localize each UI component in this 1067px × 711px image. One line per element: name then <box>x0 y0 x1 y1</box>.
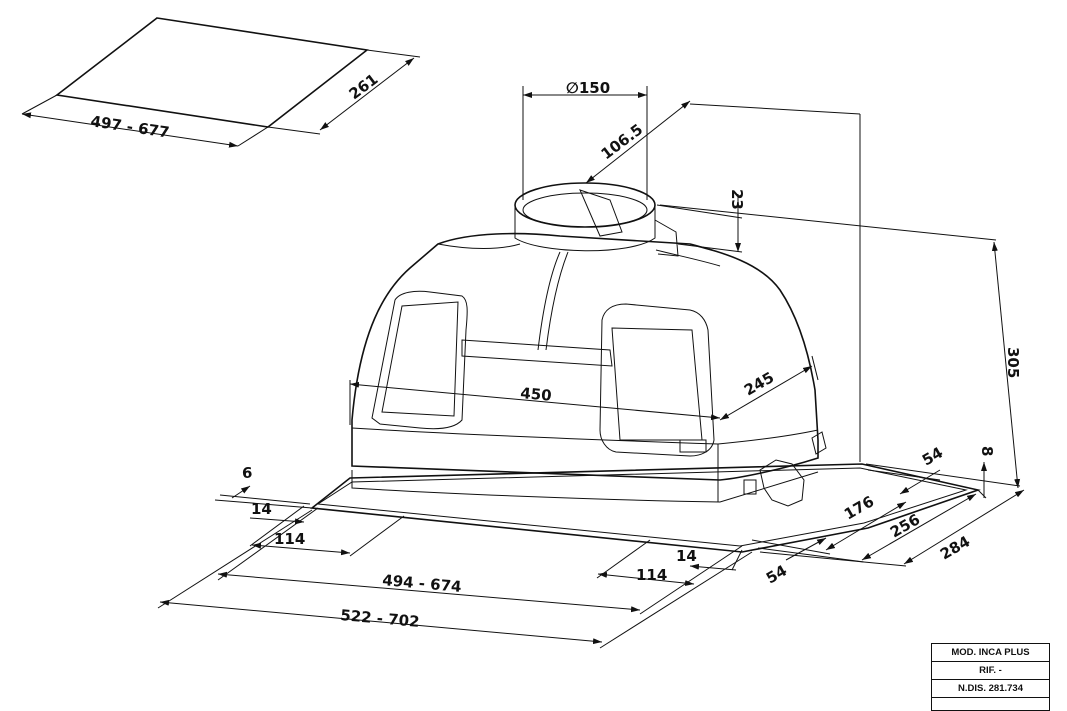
body-width-label: 450 <box>520 384 553 405</box>
outer-width-dim-line <box>159 599 603 645</box>
right-margin-dim-line <box>689 563 737 571</box>
frame-height-label: 8 <box>978 446 996 456</box>
title-block-blank-row <box>932 698 1049 711</box>
overall-height-label: 305 <box>1004 347 1022 378</box>
depth-284-label: 284 <box>937 532 973 563</box>
depth-176-label: 176 <box>841 492 877 523</box>
depth-256-label: 256 <box>887 510 923 541</box>
side-54-front-dim-line <box>785 537 827 561</box>
body-width-dim-line <box>349 381 721 421</box>
right-margin-label: 14 <box>676 547 697 565</box>
left-offset-label: 114 <box>274 530 305 548</box>
frame-lip-dim-line <box>231 485 251 499</box>
outer-width-label: 522 - 702 <box>340 606 421 631</box>
duct-offset-dim-line <box>585 100 691 184</box>
left-margin-label: 14 <box>251 500 272 518</box>
model-label: MOD. INCA PLUS <box>932 644 1049 662</box>
depth-284-dim-line <box>903 489 1025 565</box>
inner-width-label: 494 - 674 <box>382 571 463 596</box>
cutout-depth-dim-line <box>319 57 415 131</box>
cutout-depth-label: 261 <box>346 70 382 103</box>
side-54-back-label: 54 <box>919 443 946 469</box>
duct-diameter-label: ∅150 <box>566 79 610 97</box>
right-offset-dim-line <box>597 571 695 587</box>
left-offset-dim-line <box>251 542 351 556</box>
reference-label: RIF. - <box>932 662 1049 680</box>
drawing-number-label: N.DIS. 281.734 <box>932 680 1049 698</box>
body-depth-label: 245 <box>741 368 777 399</box>
hood-body <box>309 182 981 553</box>
overall-height-dim-line <box>991 241 1021 489</box>
cutout-width-dim-line <box>21 112 239 148</box>
body-depth-dim-line <box>719 365 813 421</box>
frame-lip-label: 6 <box>242 464 252 482</box>
title-block: MOD. INCA PLUS RIF. - N.DIS. 281.734 <box>931 643 1050 711</box>
side-54-front-label: 54 <box>763 561 790 587</box>
collar-height-label: 23 <box>728 189 746 210</box>
cutout-width-label: 497 - 677 <box>89 112 170 142</box>
right-offset-label: 114 <box>636 566 667 584</box>
cutout-outline <box>21 17 421 147</box>
